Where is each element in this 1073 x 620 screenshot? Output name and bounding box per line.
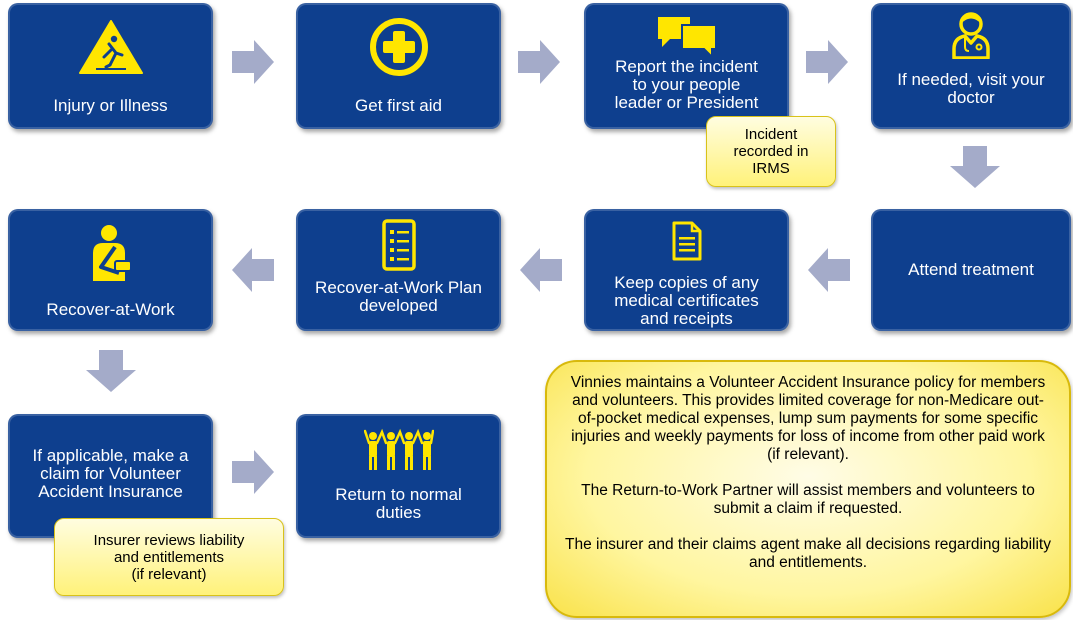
step-return-to-duties: Return to normal duties bbox=[296, 414, 501, 538]
arrow-down bbox=[950, 146, 1000, 188]
step-label: Injury or Illness bbox=[53, 96, 168, 115]
arrow-right bbox=[232, 450, 274, 494]
step-label: Keep copies of any medical certificates … bbox=[614, 273, 759, 328]
arrow-left bbox=[808, 248, 850, 292]
step-report-incident: Report the incident to your people leade… bbox=[584, 3, 789, 129]
note-incident-recorded: Incident recorded in IRMS bbox=[706, 116, 836, 187]
step-label: If applicable, make a claim for Voluntee… bbox=[32, 446, 189, 501]
checklist-icon bbox=[296, 219, 501, 271]
step-recover-at-work: Recover-at-Work bbox=[8, 209, 213, 331]
step-label: Return to normal duties bbox=[335, 485, 462, 522]
step-injury-or-illness: Injury or Illness bbox=[8, 3, 213, 129]
step-label: If needed, visit your doctor bbox=[897, 70, 1045, 107]
step-label: Get first aid bbox=[355, 96, 442, 115]
info-paragraph: The Return-to-Work Partner will assist m… bbox=[581, 482, 1035, 517]
arrow-right bbox=[518, 40, 560, 84]
note-insurer-reviews: Insurer reviews liability and entitlemen… bbox=[54, 518, 284, 596]
step-recover-plan: Recover-at-Work Plan developed bbox=[296, 209, 501, 331]
step-attend-treatment: Attend treatment bbox=[871, 209, 1071, 331]
arrow-right bbox=[806, 40, 848, 84]
info-paragraph: Vinnies maintains a Volunteer Accident I… bbox=[570, 374, 1046, 463]
step-label: Attend treatment bbox=[908, 260, 1034, 279]
arrow-down bbox=[86, 350, 136, 392]
step-label: Recover-at-Work bbox=[46, 300, 175, 319]
arm-sling-icon bbox=[8, 223, 213, 283]
doctor-icon bbox=[871, 11, 1071, 59]
speech-bubbles-icon bbox=[584, 13, 789, 57]
insurance-info-box: Vinnies maintains a Volunteer Accident I… bbox=[545, 360, 1071, 618]
arrow-right bbox=[232, 40, 274, 84]
step-get-first-aid: Get first aid bbox=[296, 3, 501, 129]
wet-floor-warning-icon bbox=[8, 19, 213, 75]
step-visit-doctor: If needed, visit your doctor bbox=[871, 3, 1071, 129]
document-icon bbox=[584, 221, 789, 261]
step-label: Report the incident to your people leade… bbox=[614, 57, 759, 112]
arrow-left bbox=[520, 248, 562, 292]
step-keep-copies: Keep copies of any medical certificates … bbox=[584, 209, 789, 331]
info-paragraph: The insurer and their claims agent make … bbox=[565, 536, 1051, 571]
people-celebrating-icon bbox=[296, 428, 501, 472]
first-aid-cross-icon bbox=[296, 17, 501, 77]
arrow-left bbox=[232, 248, 274, 292]
step-make-claim: If applicable, make a claim for Voluntee… bbox=[8, 414, 213, 538]
step-label: Recover-at-Work Plan developed bbox=[315, 278, 482, 315]
